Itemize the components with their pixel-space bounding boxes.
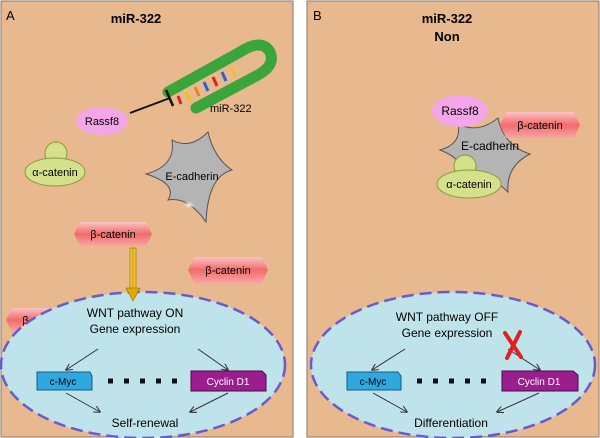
mirna-label: miR-322	[210, 103, 252, 115]
e-cadherin-protein	[144, 131, 234, 224]
cyclin-gene-b	[501, 370, 579, 392]
arrow-cyclin-outcome-b	[497, 392, 540, 412]
cyclin-label-b: Cyclin D1	[518, 377, 561, 388]
panel-a-letter: A	[6, 8, 15, 23]
panel-a-title: miR-322	[111, 11, 162, 26]
e-cadherin-label: E-cadherin	[165, 171, 218, 183]
arrow-cmyc-outcome-a	[65, 392, 100, 412]
panel-b: B miR-322 Non Rassf8 β-catenin E-cadheri…	[306, 0, 600, 438]
wnt-off-line2: Gene expression	[402, 326, 493, 340]
arrow-cyclin-outcome-a	[190, 392, 229, 412]
cmyc-label-a: c-Myc	[50, 377, 77, 388]
alpha-catenin-protein	[24, 141, 86, 187]
wnt-off-line1: WNT pathway OFF	[396, 310, 498, 324]
wnt-on-line1: WNT pathway ON	[87, 306, 183, 320]
nucleus-b	[309, 290, 597, 438]
nucleus-a	[0, 290, 287, 438]
beta-catenin-2-shape	[188, 257, 268, 283]
alpha-catenin-label: α-catenin	[32, 167, 78, 179]
panel-b-title-line2: Non	[434, 29, 459, 44]
cmyc-label-b: c-Myc	[360, 377, 387, 388]
rassf8-label: Rassf8	[85, 116, 119, 128]
mirna-hairpin	[162, 39, 277, 114]
panel-b-letter: B	[313, 8, 322, 23]
blocked-x-mark	[503, 330, 523, 360]
beta-catenin-2-label: β-catenin	[205, 265, 250, 277]
panel-b-title-line1: miR-322	[422, 11, 473, 26]
arrow-to-cmyc-b	[372, 348, 406, 370]
arrow-cmyc-outcome-b	[372, 392, 407, 412]
translocation-arrow	[125, 247, 141, 302]
arrow-to-cyclin-a	[197, 348, 228, 370]
rassf8-protein-b	[432, 95, 488, 127]
cmyc-gene-a	[36, 371, 93, 391]
rassf8-protein	[76, 107, 128, 135]
panel-a: A miR-322 miR-322 Rassf8 α-catenin	[0, 0, 294, 438]
arrow-to-cyclin-b	[507, 348, 540, 370]
cmyc-gene-b	[346, 371, 402, 391]
beta-catenin-b-label: β-catenin	[517, 120, 562, 132]
inhibition-bar	[129, 89, 175, 114]
beta-catenin-b-shape	[500, 112, 580, 138]
cyclin-label-a: Cyclin D1	[207, 377, 250, 388]
outcome-a: Self-renewal	[112, 416, 179, 430]
rassf8-label-b: Rassf8	[441, 104, 479, 118]
beta-catenin-1-shape	[74, 222, 152, 246]
wnt-on-line2: Gene expression	[90, 322, 181, 336]
alpha-catenin-protein-b	[436, 154, 502, 199]
cyclin-gene-a	[190, 370, 267, 392]
arrow-to-cmyc-a	[66, 348, 99, 370]
e-cadherin-label-b: E-cadherin	[461, 139, 519, 153]
alpha-catenin-label-b: α-catenin	[446, 179, 492, 191]
beta-catenin-1-label: β-catenin	[90, 229, 135, 241]
outcome-b: Differentiation	[414, 416, 488, 430]
